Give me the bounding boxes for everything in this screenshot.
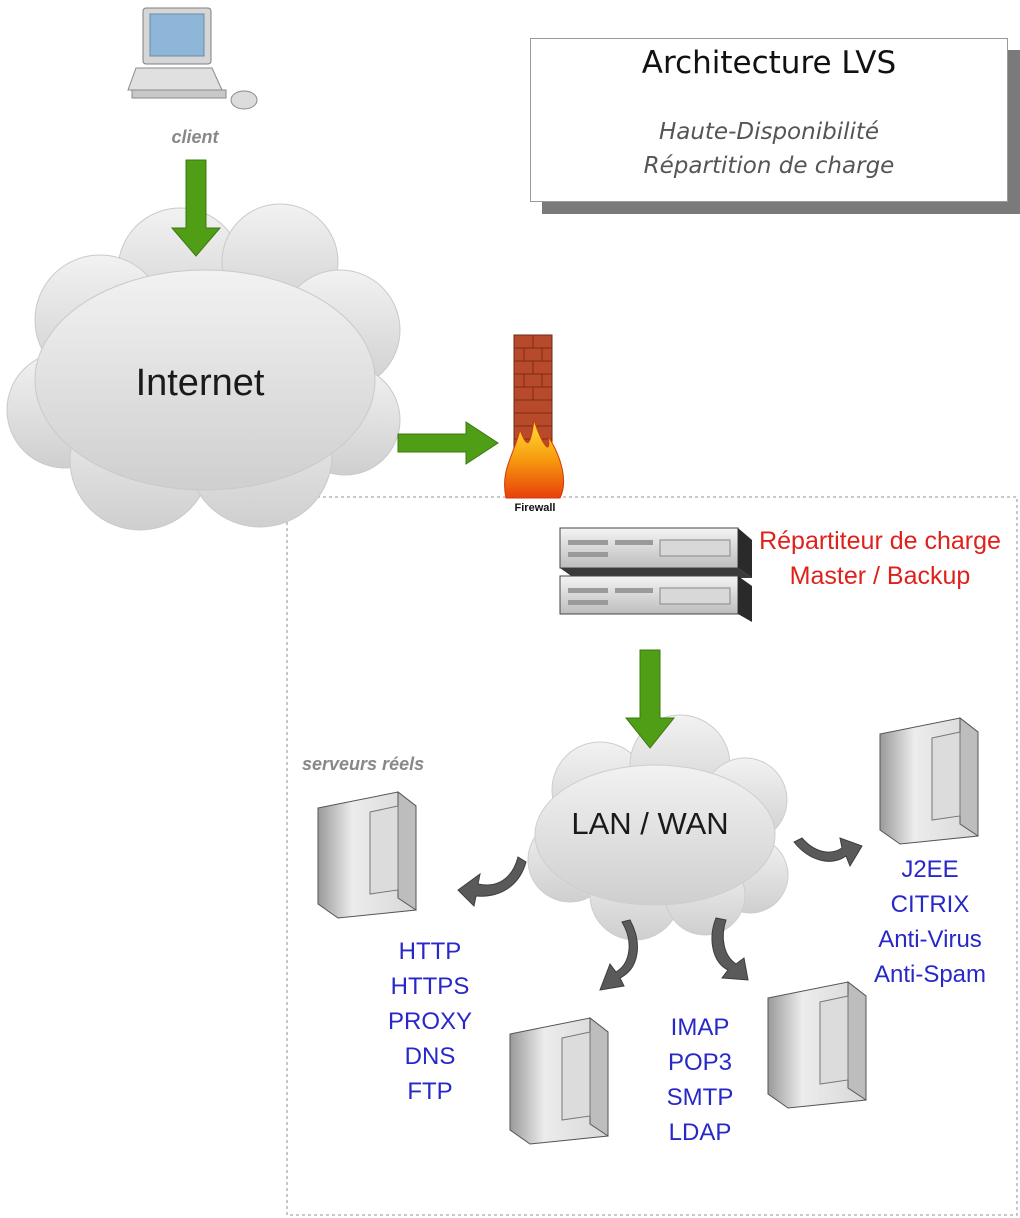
load-balancer-icon (559, 527, 752, 622)
load-balancer-line: Master / Backup (789, 562, 971, 590)
service-item: SMTP (666, 1084, 734, 1111)
service-item: LDAP (668, 1119, 732, 1146)
firewall-icon (504, 334, 565, 499)
firewall-label: Firewall (514, 502, 556, 514)
arrow-to-db-server (599, 919, 638, 991)
mail-services-list: IMAP POP3 SMTP LDAP (620, 1010, 780, 1150)
service-item: IMAP (670, 1014, 730, 1041)
load-balancer-line: Répartiteur de charge (759, 527, 1001, 555)
web-services-list: HTTP HTTPS PROXY DNS FTP (350, 934, 510, 1109)
arrow-internet-firewall (397, 421, 499, 465)
client-computer-icon (127, 7, 258, 110)
arrow-client-internet (170, 159, 222, 257)
arrow-balancer-lan (624, 649, 676, 749)
service-item: HTTPS (390, 973, 470, 1000)
title-box: Architecture LVS Haute-Disponibilité Rép… (530, 38, 1008, 202)
service-item: Anti-Spam (873, 961, 987, 988)
app-services-list: J2EE CITRIX Anti-Virus Anti-Spam (850, 852, 1010, 992)
service-item: DNS (404, 1043, 456, 1070)
arrow-to-web-server (457, 856, 527, 908)
diagram-subtitle-lb: Répartition de charge (643, 153, 895, 179)
arrow-to-app-server (793, 837, 863, 868)
diagram-title: Architecture LVS (641, 45, 897, 81)
server-web-icon (317, 790, 417, 919)
service-item: FTP (407, 1078, 453, 1105)
server-mail-icon (767, 980, 867, 1109)
service-item: POP3 (667, 1049, 733, 1076)
server-app-icon (879, 716, 979, 845)
internet-label: Internet (135, 362, 265, 404)
arrow-to-mail-server (711, 917, 749, 981)
lan-zone-border (286, 496, 1018, 1216)
server-db-icon (509, 1016, 609, 1145)
internet-cloud (6, 203, 401, 531)
service-item: CITRIX (890, 891, 970, 918)
service-item: HTTP (398, 938, 462, 965)
load-balancer-label: Répartiteur de charge Master / Backup (740, 524, 1020, 594)
service-item: J2EE (901, 856, 959, 883)
lan-wan-label: LAN / WAN (571, 806, 729, 841)
service-item: PROXY (387, 1008, 473, 1035)
curved-arrows (457, 837, 863, 991)
diagram-subtitle-ha: Haute-Disponibilité (658, 119, 880, 145)
client-label: client (171, 127, 219, 147)
real-servers-label: serveurs réels (302, 754, 425, 774)
service-item: Anti-Virus (878, 926, 982, 953)
